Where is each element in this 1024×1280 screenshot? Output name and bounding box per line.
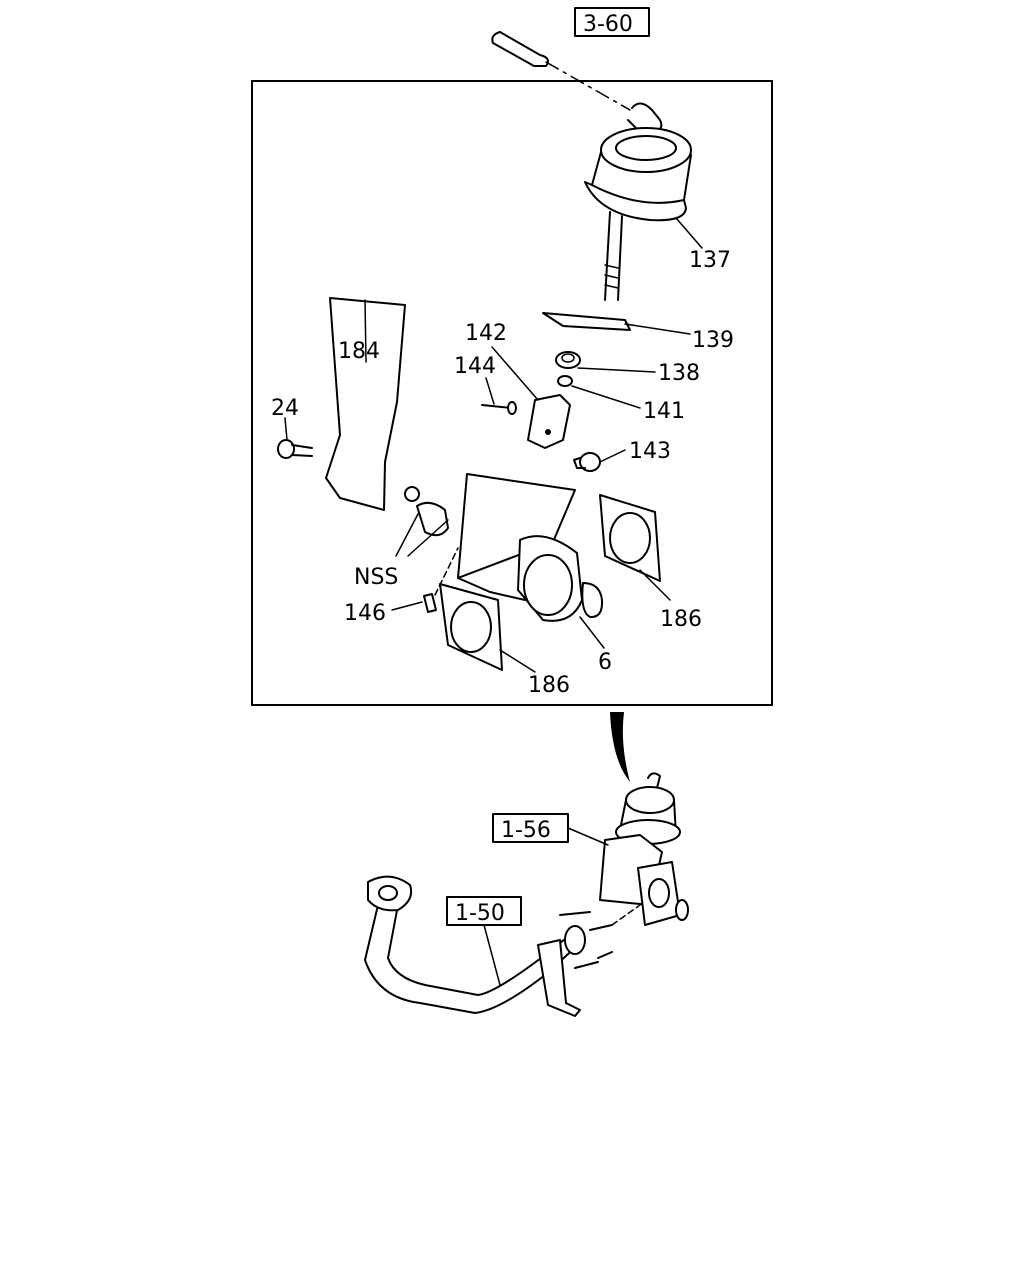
callout-186-right: 186: [660, 607, 702, 632]
valve-body: [457, 473, 604, 622]
assembly-valve-body: [599, 834, 689, 926]
hose-part: [491, 31, 631, 111]
callout-137: 137: [689, 248, 731, 273]
reference-label-1-56: 1-56: [501, 818, 551, 843]
leader-1-56: [567, 827, 609, 846]
small-nut-part: [557, 375, 573, 387]
nut-part: [555, 351, 581, 369]
callout-144: 144: [454, 354, 496, 379]
callout-24: 24: [271, 396, 299, 421]
reference-label-3-60: 3-60: [583, 12, 633, 37]
bolt-part-143: [573, 452, 601, 472]
assembly-exhaust-pipe: [364, 875, 641, 1017]
reference-box-3-60[interactable]: 3-60: [574, 7, 650, 37]
leader-1-50: [483, 924, 501, 986]
callout-6: 6: [598, 650, 612, 675]
callout-138: 138: [658, 361, 700, 386]
reference-label-1-50: 1-50: [455, 901, 505, 926]
bolt-part-146: [423, 593, 437, 613]
reference-box-1-56[interactable]: 1-56: [492, 813, 569, 843]
callout-142: 142: [465, 321, 507, 346]
pin-part: [481, 401, 517, 415]
callout-184: 184: [338, 339, 380, 364]
gasket-right: [599, 494, 661, 582]
gasket-plate: [542, 312, 631, 331]
callout-186-left: 186: [528, 673, 570, 698]
callout-139: 139: [692, 328, 734, 353]
reference-box-1-50[interactable]: 1-50: [446, 896, 522, 926]
vacuum-actuator: [584, 102, 692, 301]
detail-frame: [251, 80, 773, 706]
gasket-left: [439, 583, 503, 671]
leader-lines: [284, 217, 703, 673]
callout-143: 143: [629, 439, 671, 464]
callout-146: 146: [344, 601, 386, 626]
callout-141: 141: [643, 399, 685, 424]
callout-nss: NSS: [354, 565, 398, 590]
bolt-part-24: [277, 439, 313, 459]
pointer-arrow: [610, 712, 630, 782]
heat-shield: [325, 297, 406, 511]
callout-labels: 137 139 138 141 142 144 143 184 24 NSS 1…: [271, 248, 734, 698]
assembly-actuator: [615, 772, 681, 845]
lever-part: [527, 394, 571, 449]
